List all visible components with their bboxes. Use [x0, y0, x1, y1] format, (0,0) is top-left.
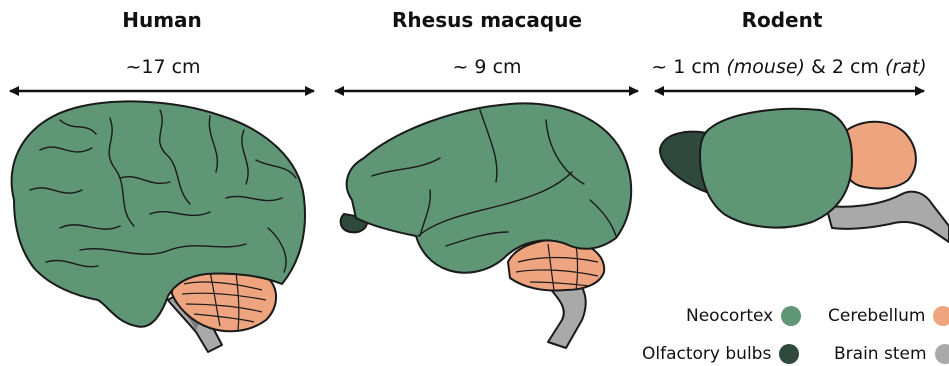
- legend-olfactory-bulbs-label: Olfactory bulbs: [642, 344, 771, 364]
- legend-brain-stem: Brain stem: [834, 344, 949, 364]
- legend-neocortex-swatch: [781, 306, 801, 326]
- macaque-neocortex: [347, 103, 632, 272]
- legend-neocortex: Neocortex: [686, 306, 801, 326]
- legend-cerebellum-label: Cerebellum: [828, 306, 925, 326]
- legend-cerebellum: Cerebellum: [828, 306, 949, 326]
- rodent-brain-stem: [826, 192, 949, 242]
- rodent-brain: [660, 109, 949, 242]
- macaque-brain: [341, 103, 632, 348]
- legend-olfactory-bulbs-swatch: [779, 344, 799, 364]
- human-brain: [12, 101, 305, 352]
- rodent-neocortex: [700, 109, 852, 228]
- legend-neocortex-label: Neocortex: [686, 306, 773, 326]
- legend-brain-stem-swatch: [935, 344, 949, 364]
- legend-cerebellum-swatch: [933, 306, 949, 326]
- legend-brain-stem-label: Brain stem: [834, 344, 927, 364]
- rodent-cerebellum: [842, 122, 916, 189]
- legend-olfactory-bulbs: Olfactory bulbs: [642, 344, 799, 364]
